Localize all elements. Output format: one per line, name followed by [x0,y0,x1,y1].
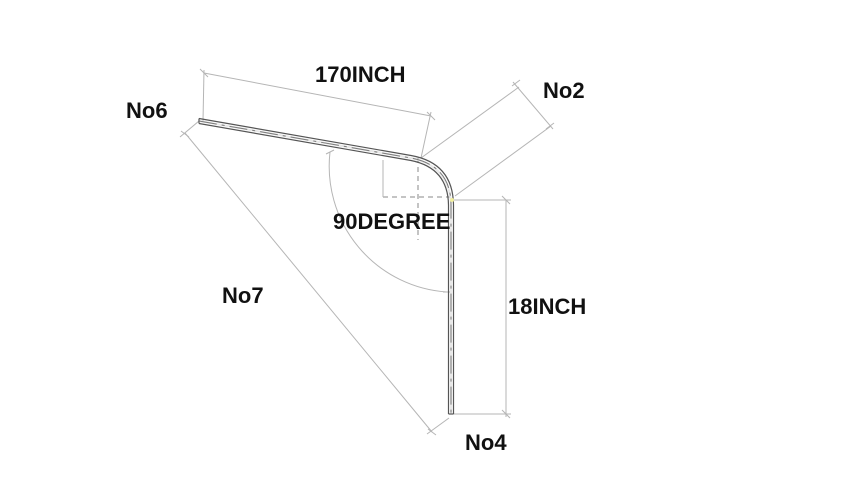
side-dimension [451,195,511,419]
pipe-outer-edge [198,117,455,414]
point-no4-label: No4 [465,430,507,455]
angle-label: 90DEGREE [333,209,451,234]
pipe-inner-edge [198,122,450,414]
top-dimension-line [203,72,432,117]
no7-dimension-line [184,132,433,433]
side-ticks [501,195,511,419]
no7-dimension [179,120,450,436]
top-dimension [199,68,436,159]
point-no6-label: No6 [126,98,168,123]
no7-ticks [180,130,437,436]
angle-arc-ticks [325,149,451,293]
pipe-core [198,120,452,414]
no2-dimension [420,79,555,197]
no7-extension-bottom [426,417,450,435]
no7-extension-top [179,120,200,138]
no2-dimension-line [512,81,554,130]
angle-arc [328,151,448,293]
top-dimension-extension-right [420,111,432,159]
tangent-point-marker [450,198,454,202]
no2-extension-lower [454,125,552,197]
bend-construction [382,158,450,240]
point-no7-label: No7 [222,283,264,308]
side-length-label: 18INCH [508,294,587,319]
pipe-centerline [198,120,452,414]
top-dimension-extension-left [202,69,205,122]
no2-extension-upper [420,86,520,159]
point-no2-label: No2 [543,78,585,103]
no2-ticks [511,79,555,130]
pipe [198,117,455,415]
top-length-label: 170INCH [315,62,406,87]
top-dimension-ticks [199,68,436,121]
